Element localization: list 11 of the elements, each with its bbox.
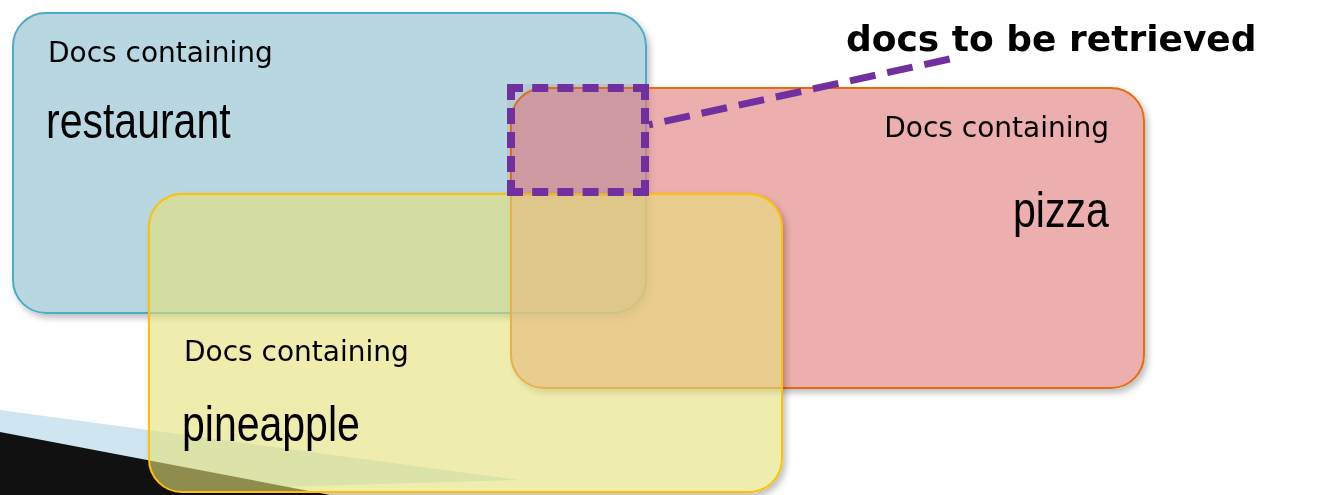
leader-line bbox=[648, 55, 951, 129]
heading-text: Docs containing bbox=[884, 111, 1109, 144]
set-box bbox=[148, 193, 783, 493]
highlight-region bbox=[507, 84, 649, 196]
set-box bbox=[12, 12, 647, 314]
term-text: restaurant bbox=[46, 92, 231, 150]
heading-text: Docs containing bbox=[48, 36, 273, 69]
heading-text: Docs containing bbox=[184, 335, 409, 368]
term-text: pineapple bbox=[182, 395, 360, 453]
callout-text: docs to be retrieved bbox=[846, 18, 1257, 59]
term-text: pizza bbox=[1013, 181, 1109, 239]
